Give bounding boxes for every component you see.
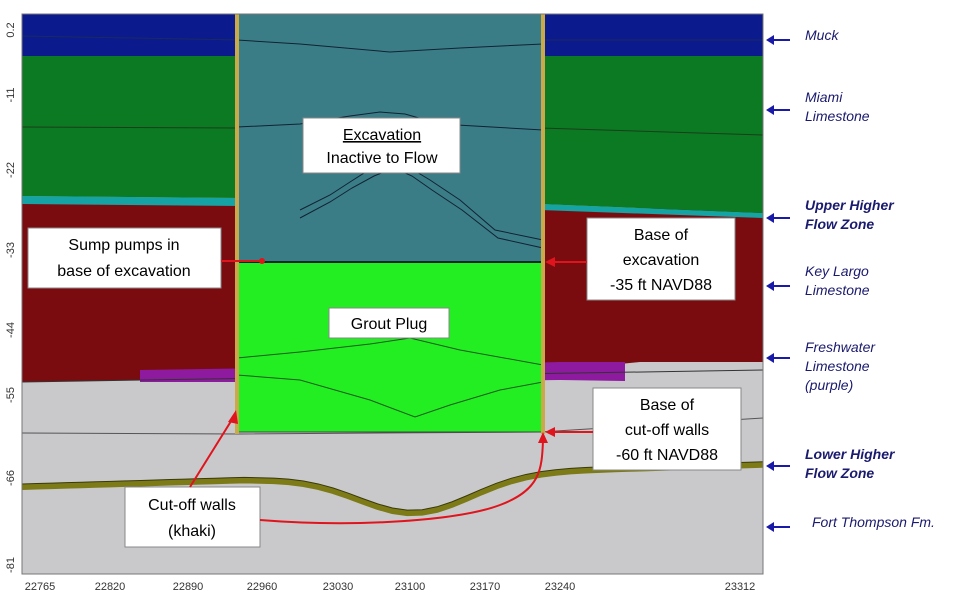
x-tick-label: 22765 — [25, 581, 56, 593]
excavation-overlay — [235, 14, 545, 434]
base-excavation-box — [586, 217, 736, 301]
x-tick-label: 22890 — [173, 581, 204, 593]
cutoff-walls-line1: Cut-off walls — [148, 497, 236, 514]
y-tick-label: -44 — [5, 322, 17, 338]
x-tick-label: 23030 — [323, 581, 354, 593]
x-tick-label: 23312 — [725, 581, 756, 593]
y-tick-label: -33 — [5, 242, 17, 258]
y-tick-label: -11 — [5, 87, 17, 102]
sump-pumps-box — [27, 227, 222, 289]
cutoff-walls-box — [124, 486, 261, 548]
y-tick-label: -22 — [5, 162, 17, 178]
grout-contour-line — [236, 374, 544, 418]
y-tick-label: -66 — [5, 470, 17, 486]
base-cutoff-line1: Base of — [640, 397, 695, 414]
grout-plug-zone — [237, 262, 543, 432]
base-excavation-arrowhead-icon — [545, 257, 555, 267]
excavation-title: Excavation — [343, 127, 421, 144]
cutoff-walls-line2: (khaki) — [168, 523, 216, 540]
x-tick-label: 23240 — [545, 581, 576, 593]
sump-arrow-dot — [259, 258, 265, 264]
legend-arrowhead-icon — [766, 213, 774, 223]
base-cutoff-line3: -60 ft NAVD88 — [616, 447, 718, 464]
excavation-label-box — [302, 117, 461, 174]
legend-label: Fort Thompson Fm. — [812, 514, 935, 530]
legend-label: Freshwater — [805, 339, 876, 355]
plot-frame — [21, 13, 764, 575]
base-excavation-line1: Base of — [634, 227, 689, 244]
base-excavation-line3: -35 ft NAVD88 — [610, 277, 712, 294]
legend-label: Limestone — [805, 358, 870, 374]
y-tick-label: -81 — [5, 557, 17, 573]
grout-plug-label: Grout Plug — [351, 316, 427, 333]
cutoff-arrowhead-left-icon — [228, 410, 238, 424]
x-tick-label: 23170 — [470, 581, 501, 593]
x-tick-label: 22820 — [95, 581, 126, 593]
grout-contour-line — [236, 337, 544, 366]
x-tick-label: 23100 — [395, 581, 426, 593]
legend-label: Muck — [805, 27, 839, 43]
base-cutoff-line2: cut-off walls — [625, 422, 709, 439]
legend-label: Flow Zone — [805, 465, 874, 481]
legend-arrowhead-icon — [766, 522, 774, 532]
y-tick-label: -55 — [5, 387, 17, 403]
legend-arrowhead-icon — [766, 35, 774, 45]
grout-plug-label-box — [328, 307, 450, 339]
legend-arrowhead-icon — [766, 353, 774, 363]
legend-arrowhead-icon — [766, 281, 774, 291]
legend-label: (purple) — [805, 377, 853, 393]
legend-label: Miami — [805, 89, 843, 105]
legend-arrowhead-icon — [766, 461, 774, 471]
legend-label: Lower Higher — [805, 446, 896, 462]
cutoff-arrow-left — [189, 417, 234, 488]
base-excavation-line2: excavation — [623, 252, 700, 269]
legend-label: Flow Zone — [805, 216, 874, 232]
legend-arrowhead-icon — [766, 105, 774, 115]
legend-label: Limestone — [805, 108, 870, 124]
excavation-contour-line — [236, 39, 544, 53]
base-cutoff-box — [592, 387, 742, 471]
legend-label: Limestone — [805, 282, 870, 298]
legend-label: Key Largo — [805, 263, 869, 279]
cutoff-arrow-right — [259, 439, 544, 525]
sump-pumps-line2: base of excavation — [57, 263, 190, 280]
x-tick-label: 22960 — [247, 581, 278, 593]
cutoff-arrowhead-right-icon — [538, 432, 548, 443]
axes: 0.2 -11 -22 -33 -44 -55 -66 -81 22765 22820 22890 2… — [5, 13, 764, 593]
legend-label: Upper Higher — [805, 197, 895, 213]
base-cutoff-arrowhead-icon — [545, 427, 555, 437]
excavation-subtitle: Inactive to Flow — [326, 150, 438, 167]
sump-pumps-line1: Sump pumps in — [68, 237, 179, 254]
y-tick-label: 0.2 — [5, 22, 17, 37]
